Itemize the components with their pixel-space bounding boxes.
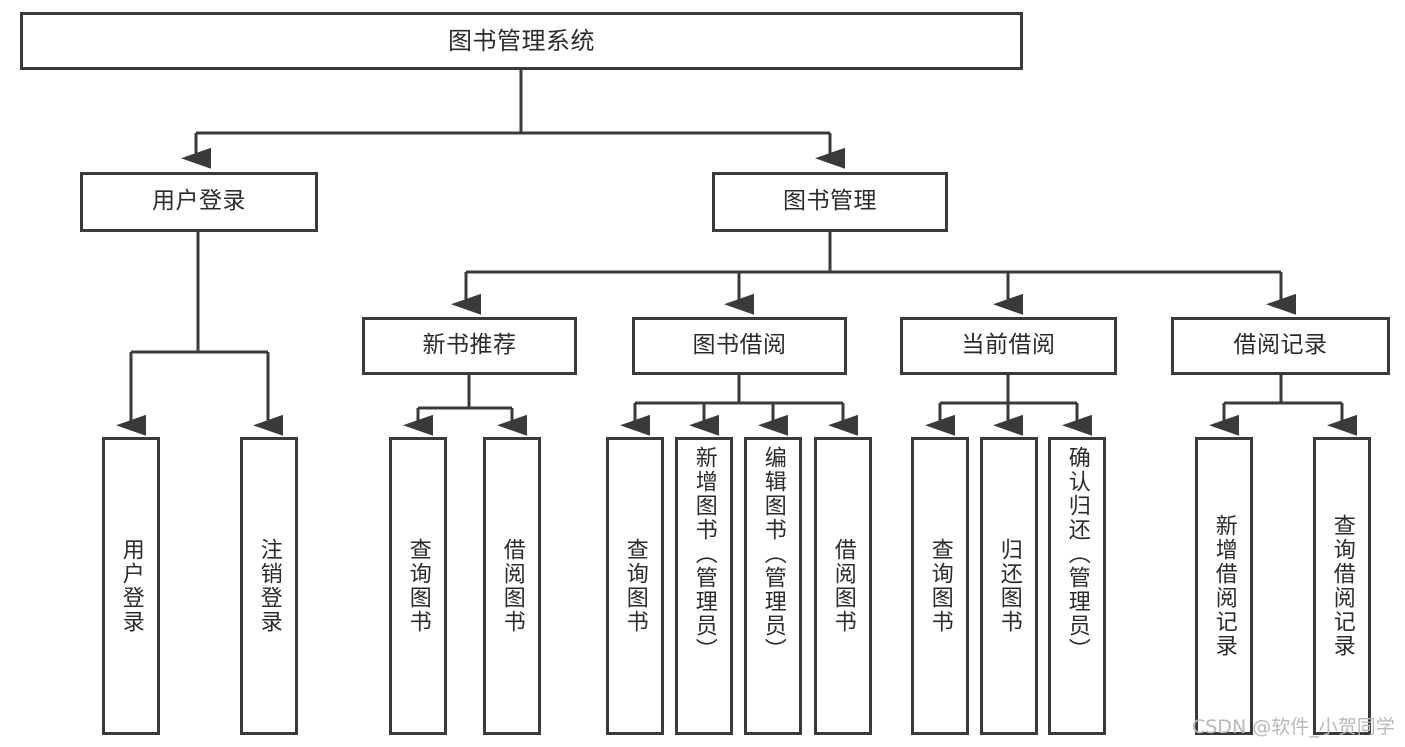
node-leaf-user-logout-label: 注销登录	[256, 538, 282, 634]
node-book-borrow[interactable]: 图书借阅	[632, 317, 847, 375]
node-book-management-label: 图书管理	[783, 188, 877, 215]
node-leaf-confirm-return-label: 确认归还（管理员）	[1064, 446, 1090, 662]
node-leaf-return-book[interactable]: 归还图书	[980, 437, 1038, 735]
node-leaf-query-book-1-label: 查询图书	[405, 538, 431, 634]
watermark: CSDN @软件_小贺同学	[1192, 716, 1395, 738]
node-user-login[interactable]: 用户登录	[80, 172, 318, 232]
node-leaf-query-book-3[interactable]: 查询图书	[911, 437, 969, 735]
node-leaf-add-book-label: 新增图书（管理员）	[691, 446, 717, 662]
node-new-book-recommend[interactable]: 新书推荐	[362, 317, 577, 375]
node-leaf-edit-book[interactable]: 编辑图书（管理员）	[744, 437, 802, 735]
node-borrow-record[interactable]: 借阅记录	[1171, 317, 1390, 375]
node-leaf-query-record-label: 查询借阅记录	[1329, 514, 1355, 658]
node-root[interactable]: 图书管理系统	[20, 12, 1023, 70]
node-user-login-label: 用户登录	[152, 188, 246, 215]
node-leaf-borrow-book-1-label: 借阅图书	[499, 538, 525, 634]
node-root-label: 图书管理系统	[448, 26, 595, 55]
node-leaf-query-record[interactable]: 查询借阅记录	[1313, 437, 1371, 735]
node-leaf-user-login-label: 用户登录	[118, 538, 144, 634]
node-leaf-query-book-1[interactable]: 查询图书	[389, 437, 447, 735]
node-current-borrow[interactable]: 当前借阅	[900, 317, 1117, 375]
node-leaf-query-book-2-label: 查询图书	[622, 538, 648, 634]
node-leaf-query-book-2[interactable]: 查询图书	[606, 437, 664, 735]
node-borrow-record-label: 借阅记录	[1233, 332, 1328, 359]
node-leaf-borrow-book-2-label: 借阅图书	[830, 538, 856, 634]
node-leaf-user-logout[interactable]: 注销登录	[240, 437, 298, 735]
node-leaf-borrow-book-2[interactable]: 借阅图书	[814, 437, 872, 735]
node-leaf-borrow-book-1[interactable]: 借阅图书	[483, 437, 541, 735]
node-leaf-query-book-3-label: 查询图书	[927, 538, 953, 634]
node-book-borrow-label: 图书借阅	[692, 332, 787, 359]
node-leaf-user-login[interactable]: 用户登录	[102, 437, 160, 735]
node-leaf-return-book-label: 归还图书	[996, 538, 1022, 634]
node-leaf-add-record-label: 新增借阅记录	[1211, 514, 1237, 658]
node-new-book-recommend-label: 新书推荐	[422, 332, 517, 359]
node-leaf-confirm-return[interactable]: 确认归还（管理员）	[1048, 437, 1106, 735]
node-leaf-edit-book-label: 编辑图书（管理员）	[760, 446, 786, 662]
node-leaf-add-record[interactable]: 新增借阅记录	[1195, 437, 1253, 735]
node-current-borrow-label: 当前借阅	[961, 332, 1056, 359]
node-book-management[interactable]: 图书管理	[712, 172, 948, 232]
node-leaf-add-book[interactable]: 新增图书（管理员）	[675, 437, 733, 735]
